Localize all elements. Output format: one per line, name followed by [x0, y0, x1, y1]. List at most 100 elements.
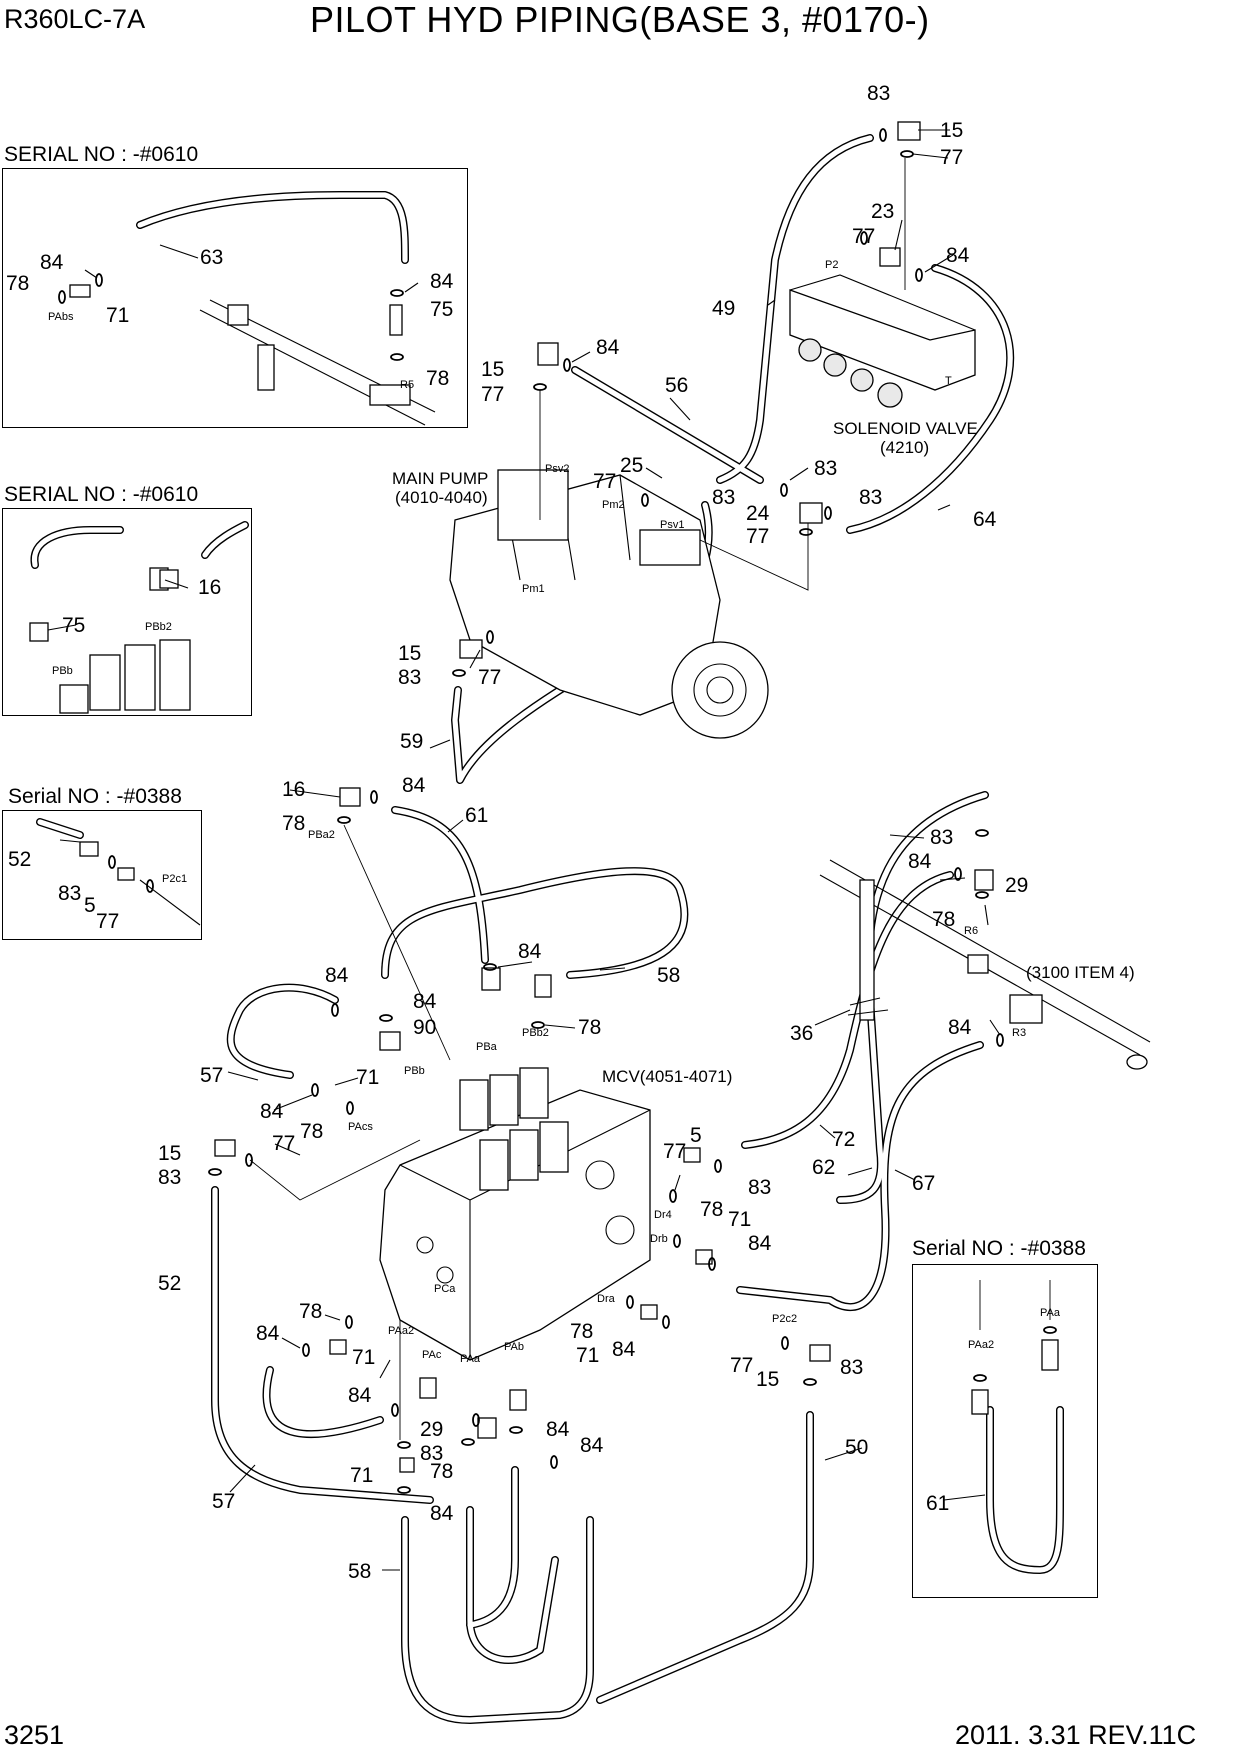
callout-83: 83 [814, 457, 837, 480]
callout-84: 84 [748, 1232, 772, 1255]
main-pump: Psv2 Pm2 Psv1 Pm1 [449, 463, 769, 739]
inset-label-serial-0388-right: Serial NO : -#0388 [912, 1237, 1086, 1260]
callout-15: 15 [158, 1142, 181, 1165]
callout-84: 84 [948, 1016, 972, 1039]
callout-5: 5 [84, 894, 96, 917]
hose-inner-57-upper [228, 985, 338, 1078]
port-pca: PCa [434, 1283, 456, 1295]
callout-83: 83 [158, 1166, 181, 1189]
hose-inner-64 [847, 265, 1013, 533]
port-pba2: PBa2 [308, 829, 335, 841]
callout-84: 84 [256, 1322, 280, 1345]
hose-inner-61 [392, 807, 488, 963]
port-pac: PAc [422, 1349, 442, 1361]
callout-71: 71 [728, 1208, 751, 1231]
model-number: R360LC-7A [4, 4, 146, 34]
callout-84: 84 [596, 336, 620, 359]
callout-84: 84 [518, 940, 542, 963]
callout-61: 61 [926, 1492, 949, 1515]
callout-71: 71 [576, 1344, 599, 1367]
callout-77: 77 [730, 1354, 753, 1377]
hose-inner-56 [572, 367, 763, 483]
callout-78: 78 [578, 1016, 601, 1039]
main-pump-label: MAIN PUMP [392, 469, 489, 488]
callout-77: 77 [96, 910, 119, 933]
callout-83: 83 [58, 882, 81, 905]
inset-0610-mid-parts: PBb2 PBb [29, 567, 191, 714]
callout-72: 72 [832, 1128, 855, 1151]
hose-inner-61-inset [987, 1407, 1063, 1573]
hose-inner-inset-0610-mid-left [31, 527, 123, 568]
callout-15: 15 [756, 1368, 779, 1391]
port-psv1: Psv1 [660, 519, 684, 531]
hose-inner-mcv-lower-b [467, 1467, 518, 1628]
callout-84: 84 [413, 990, 437, 1013]
port-pacs: PAcs [348, 1121, 373, 1133]
port-r6: R6 [964, 925, 978, 937]
callout-78: 78 [700, 1198, 723, 1221]
port-pab: PAb [504, 1341, 524, 1353]
port-p2: P2 [825, 259, 838, 271]
port-pm2: Pm2 [602, 499, 625, 511]
callout-83: 83 [859, 486, 882, 509]
inset-0610-top-parts: PAbs R5 [48, 284, 436, 426]
callout-83: 83 [748, 1176, 771, 1199]
callout-77: 77 [852, 225, 875, 248]
hose-inner-57-lower [263, 1367, 383, 1437]
page-title: PILOT HYD PIPING(BASE 3, #0170-) [310, 0, 930, 40]
o-rings [58, 128, 1057, 1494]
port-pm1: Pm1 [522, 583, 545, 595]
callout-29: 29 [420, 1418, 443, 1441]
solenoid-valve-code: (4210) [880, 438, 930, 457]
callout-63: 63 [200, 246, 223, 269]
port-dra: Dra [597, 1293, 616, 1305]
inset-0388-left-parts: P2c1 [79, 841, 201, 926]
callout-78: 78 [6, 272, 29, 295]
hose-inner-58-upper [382, 868, 687, 978]
callout-84: 84 [40, 251, 64, 274]
hose-inner [31, 135, 1063, 1723]
inset-frame-serial-0388-left [2, 810, 202, 940]
callout-56: 56 [665, 374, 688, 397]
callout-59: 59 [400, 730, 423, 753]
port-paa2: PAa2 [388, 1325, 414, 1337]
callout-78: 78 [932, 908, 955, 931]
port-pbb2: PBb2 [522, 1027, 549, 1039]
inset-frame-serial-0610-top [2, 168, 468, 428]
callout-84: 84 [348, 1384, 372, 1407]
hose-inner-72 [742, 872, 953, 1148]
callout-78: 78 [430, 1460, 453, 1483]
callout-16: 16 [198, 576, 221, 599]
callout-77: 77 [663, 1140, 686, 1163]
callout-78: 78 [300, 1120, 323, 1143]
callout-52: 52 [8, 848, 31, 871]
port-psv2: Psv2 [545, 463, 569, 475]
callout-71: 71 [352, 1346, 375, 1369]
port-pbb-inset: PBb [52, 665, 73, 677]
port-t: T [945, 375, 952, 387]
callout-57: 57 [212, 1490, 235, 1513]
callout-78: 78 [426, 367, 449, 390]
port-r3: R3 [1012, 1027, 1026, 1039]
callout-16: 16 [282, 778, 305, 801]
callout-50: 50 [845, 1436, 868, 1459]
callout-29: 29 [1005, 874, 1028, 897]
callout-84: 84 [430, 1502, 454, 1525]
inset-label-serial-0610-top: SERIAL NO : -#0610 [4, 143, 199, 166]
callout-57: 57 [200, 1064, 223, 1087]
callout-71: 71 [356, 1066, 379, 1089]
port-drb: Drb [650, 1233, 668, 1245]
inset-frame-serial-0610-mid [2, 508, 252, 716]
callout-83: 83 [398, 666, 421, 689]
port-p2c1: P2c1 [162, 873, 187, 885]
callout-75: 75 [62, 614, 85, 637]
port-paa: PAa [460, 1353, 481, 1365]
solenoid-valve-block: P2 T [789, 259, 976, 408]
callout-83: 83 [420, 1442, 443, 1465]
hose-inner-67 [737, 1042, 983, 1310]
main-pump-code: (4010-4040) [395, 488, 488, 507]
mcv-label: MCV(4051-4071) [602, 1067, 733, 1086]
callout-15: 15 [481, 358, 504, 381]
hose-inner-58-lower [402, 1517, 593, 1723]
hose-inner-inset-0610-mid-right [202, 522, 248, 558]
